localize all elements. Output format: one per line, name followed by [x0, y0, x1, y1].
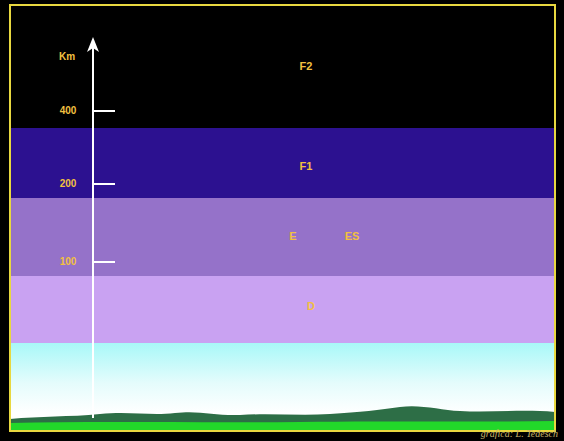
layer-name: D — [307, 301, 315, 312]
f2-layer-band: F2 — [10, 5, 555, 128]
axis-tick — [93, 261, 115, 263]
axis-value: 100 — [60, 257, 77, 267]
credit-note: grafica: L. Tedesch — [481, 429, 558, 439]
altitude-axis — [92, 48, 94, 418]
axis-tick — [93, 183, 115, 185]
axis-value: 400 — [60, 106, 77, 116]
grass — [10, 421, 555, 431]
layer-name: F1 — [300, 161, 313, 172]
layer-name: E — [289, 231, 296, 242]
layer-name: F2 — [300, 61, 313, 72]
f1-layer-band: F1 — [10, 128, 555, 198]
frame — [10, 5, 555, 431]
axis-value: 200 — [60, 179, 77, 189]
hills — [10, 406, 555, 431]
e-layer-band: E ES — [10, 198, 555, 276]
axis-arrowhead — [87, 37, 99, 52]
layer-name: ES — [345, 231, 360, 242]
axis-tick — [93, 110, 115, 112]
sky — [10, 343, 555, 431]
axis-unit: Km — [59, 52, 75, 62]
d-layer-band: D — [10, 276, 555, 343]
